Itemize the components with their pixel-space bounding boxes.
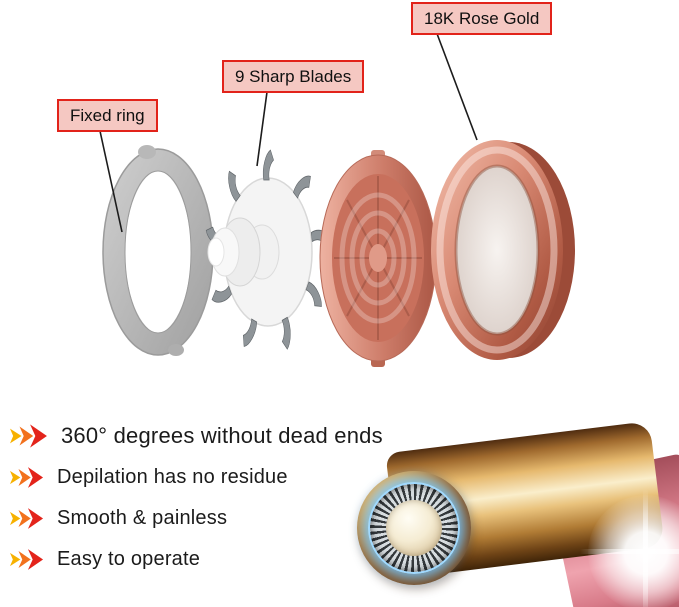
blade-rotor-part (204, 149, 332, 352)
flare-vertical-ray (643, 489, 648, 607)
feature-list: 360° degrees without dead ends Depilatio… (10, 420, 440, 584)
fixed-ring-part (102, 145, 214, 356)
callout-sharp-blades: 9 Sharp Blades (222, 60, 365, 94)
feature-text: 360° degrees without dead ends (61, 423, 383, 448)
callout-fixed-ring-label: Fixed ring (70, 106, 145, 125)
feature-text: Smooth & painless (57, 506, 228, 529)
triple-arrow-icon (10, 466, 44, 488)
feature-item: 360° degrees without dead ends (10, 420, 440, 452)
triple-arrow-icon (10, 424, 47, 448)
callout-rose-gold-label: 18K Rose Gold (424, 9, 540, 28)
rose-gold-ring-part (431, 140, 575, 360)
flare-horizontal-ray (580, 549, 679, 554)
feature-text: Depilation has no residue (57, 465, 288, 488)
light-flare (580, 489, 679, 607)
device-photo (335, 421, 679, 607)
feature-item: Depilation has no residue (10, 461, 440, 493)
triple-arrow-icon (10, 548, 44, 570)
triple-arrow-icon (10, 507, 44, 529)
callout-leader-lines (99, 30, 478, 233)
device-shaving-head (357, 471, 471, 585)
callout-sharp-blades-label: 9 Sharp Blades (235, 67, 352, 86)
feature-text: Easy to operate (57, 547, 201, 570)
callout-rose-gold: 18K Rose Gold (411, 2, 553, 36)
callout-fixed-ring: Fixed ring (57, 99, 158, 133)
rose-gold-head-part (319, 150, 437, 367)
feature-item: Smooth & painless (10, 502, 440, 534)
head-center-cap (386, 500, 442, 556)
feature-item: Easy to operate (10, 543, 440, 575)
exploded-parts-illustration (99, 30, 575, 367)
